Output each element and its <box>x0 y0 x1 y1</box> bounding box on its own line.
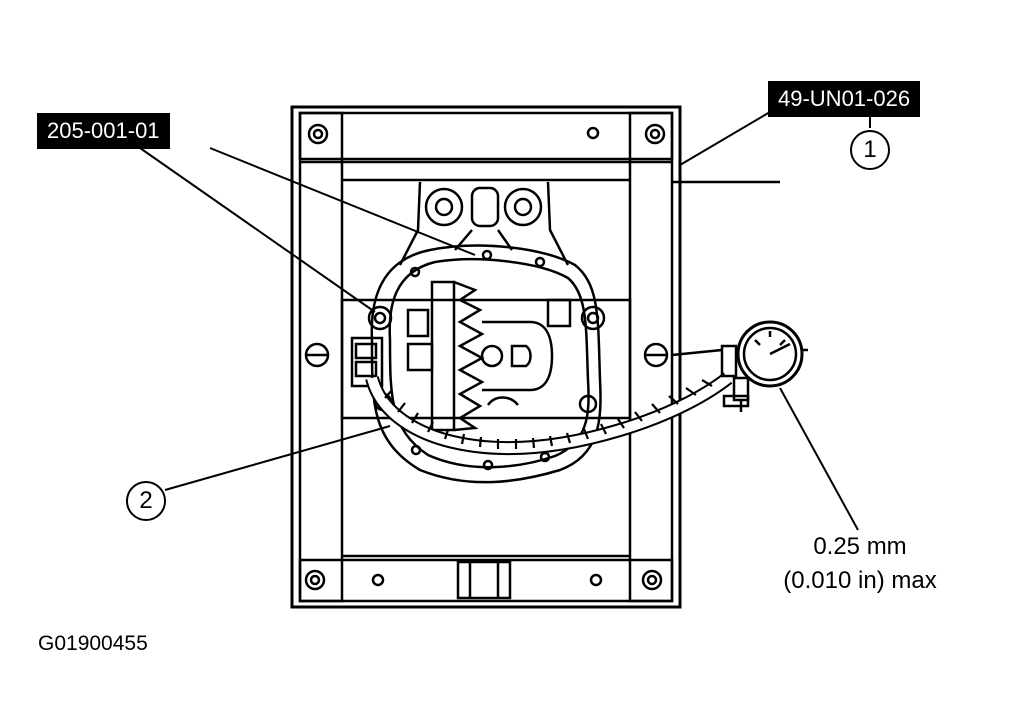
pinion-mount <box>398 181 570 266</box>
runout-spec: 0.25 mm (0.010 in) max <box>760 530 960 598</box>
tool-callout-205-001-01: 205-001-01 <box>37 113 170 149</box>
runout-spec-metric: 0.25 mm <box>813 533 907 560</box>
differential-housing <box>367 244 606 484</box>
item-marker-2: 2 <box>126 481 166 521</box>
runout-spec-imperial: (0.010 in) max <box>783 567 937 594</box>
leader-lines <box>139 111 871 531</box>
holding-fixture-frame <box>290 105 780 609</box>
item-marker-1: 1 <box>850 130 890 170</box>
dial-indicator <box>671 320 808 412</box>
figure-id: G01900455 <box>38 632 148 655</box>
leader-tool-2-b <box>209 147 476 256</box>
tool-callout-49-un01-026: 49-UN01-026 <box>768 81 921 117</box>
leader-spec <box>779 387 859 531</box>
leader-tool-2-a <box>139 147 376 313</box>
left-adapter <box>350 336 384 388</box>
bottom-coupler <box>456 560 512 600</box>
frame-bolts <box>304 123 669 591</box>
ring-gear-assembly <box>406 280 554 432</box>
leader-tool-1 <box>679 111 771 166</box>
leader-marker-2 <box>164 425 391 491</box>
flexible-arm <box>365 372 733 456</box>
